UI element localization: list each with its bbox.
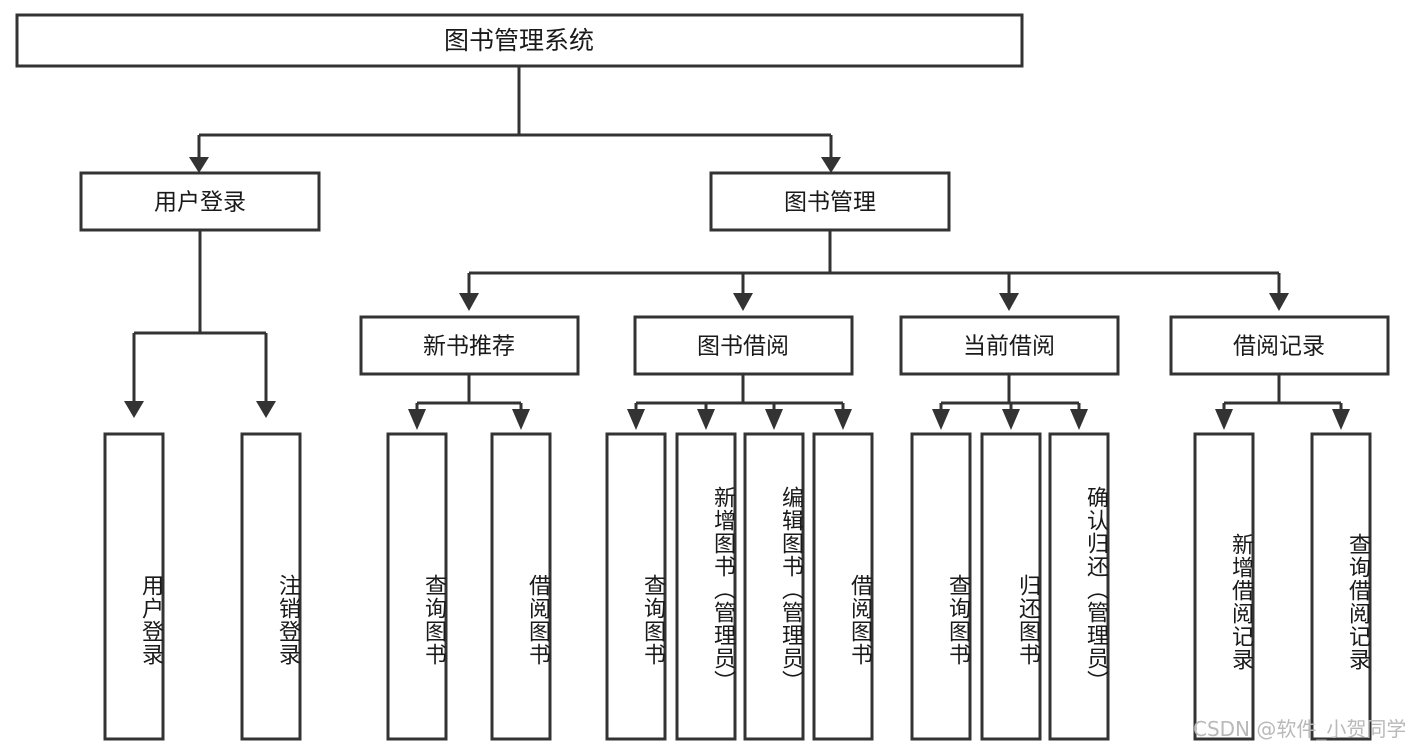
connector-borrow-records-to-leaves (1215, 374, 1350, 430)
leaf-box-records-1[interactable] (1310, 432, 1372, 741)
arrow-down-icon (1070, 409, 1088, 430)
node-borrow-records-label: 借阅记录 (1233, 334, 1325, 360)
connector-new-book-recommend-to-leaves (408, 374, 530, 430)
leaf-box-current-1[interactable] (980, 432, 1042, 741)
arrow-down-icon (999, 293, 1019, 311)
arrow-down-icon (627, 409, 645, 430)
arrow-down-icon (408, 409, 426, 430)
connector-current-borrow-to-leaves (932, 374, 1088, 430)
node-current-borrow-label: 当前借阅 (963, 334, 1055, 360)
leaf-box-user-login-0[interactable] (103, 432, 165, 741)
arrow-down-icon (1215, 409, 1233, 430)
node-root-label: 图书管理系统 (444, 26, 594, 55)
leaf-box-recommend-1[interactable] (490, 432, 552, 741)
arrow-down-icon (189, 157, 209, 173)
node-book-borrow[interactable]: 图书借阅 (633, 315, 854, 376)
arrow-down-icon (512, 409, 530, 430)
leaf-box-records-0[interactable] (1193, 432, 1255, 741)
leaf-box-borrow-3[interactable] (812, 432, 874, 741)
arrow-down-icon (459, 293, 479, 311)
node-root-box (15, 13, 1024, 68)
arrow-down-icon (1269, 293, 1289, 311)
node-user-login[interactable]: 用户登录 (79, 171, 321, 232)
node-user-login-label: 用户登录 (154, 190, 246, 216)
arrow-down-icon (124, 401, 144, 418)
csdn-watermark: CSDN @软件_小贺同学 (1193, 717, 1405, 741)
connector-book-borrow-to-leaves (627, 374, 852, 430)
arrow-down-icon (1002, 409, 1020, 430)
arrow-down-icon (256, 401, 276, 418)
connector-user-login-to-leaves (124, 230, 276, 418)
connector-book-management-to-level3 (459, 230, 1289, 311)
arrow-down-icon (1332, 409, 1350, 430)
leaf-box-current-0[interactable] (910, 432, 972, 741)
node-book-borrow-label: 图书借阅 (697, 334, 789, 360)
node-book-management-label: 图书管理 (784, 190, 876, 216)
arrow-down-icon (697, 409, 715, 430)
leaf-box-user-login-1[interactable] (240, 432, 302, 741)
leaf-box-recommend-0[interactable] (386, 432, 448, 741)
arrow-down-icon (834, 409, 852, 430)
node-root[interactable]: 图书管理系统 (15, 13, 1024, 68)
leaf-box-borrow-2[interactable] (743, 432, 805, 741)
node-new-book-recommend-label: 新书推荐 (423, 334, 515, 360)
node-current-borrow[interactable]: 当前借阅 (899, 315, 1120, 376)
node-new-book-recommend[interactable]: 新书推荐 (359, 315, 580, 376)
connector-root-to-level2 (189, 66, 841, 173)
node-current-borrow-box (899, 315, 1120, 376)
arrow-down-icon (733, 293, 753, 311)
node-book-management[interactable]: 图书管理 (709, 171, 951, 232)
node-user-login-box (79, 171, 321, 232)
leaf-box-borrow-0[interactable] (605, 432, 667, 741)
node-new-book-recommend-box (359, 315, 580, 376)
arrow-down-icon (765, 409, 783, 430)
arrow-down-icon (932, 409, 950, 430)
node-borrow-records[interactable]: 借阅记录 (1169, 315, 1390, 376)
arrow-down-icon (821, 157, 841, 173)
leaf-box-current-2[interactable] (1048, 432, 1110, 741)
leaf-box-borrow-1[interactable] (675, 432, 737, 741)
